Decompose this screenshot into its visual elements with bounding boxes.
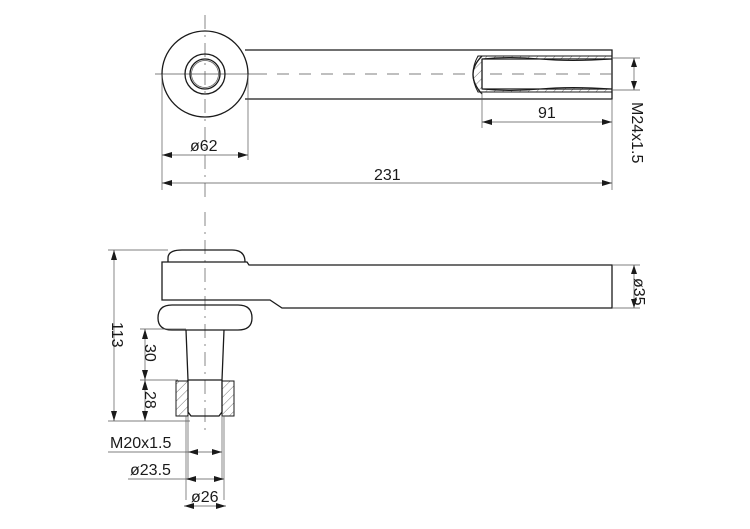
top-cap [167,249,246,263]
section-break-line [472,55,483,95]
arrow [111,411,117,421]
arrow [602,119,612,125]
dim-stud-thread: M20x1.5 [110,435,171,452]
arrow [238,152,248,158]
eye-bore-innermost [191,60,219,88]
dim-thread-length: 28 [141,391,158,409]
dim-taper-small: ø23.5 [130,462,171,479]
dim-taper-large: ø26 [191,489,219,506]
arrow [631,265,637,274]
arrow [482,119,492,125]
dim-internal-thread: M24x1.5 [628,102,645,163]
arrow [602,180,612,186]
arrow [142,329,148,339]
arrow [162,152,172,158]
arrow [631,299,637,308]
threaded-end [187,380,223,417]
head-and-shaft [161,261,613,309]
boot [157,304,253,331]
eye-bore-outer [184,53,226,95]
arrow [212,449,222,455]
dim-shaft-diameter: ø35 [630,278,647,306]
eye-bore-inner [189,58,221,90]
top-view: M24x1.5 91 ø62 231 [155,15,645,200]
arrow [162,180,172,186]
dim-shank-length: 30 [141,344,158,362]
arrow [142,411,148,421]
dim-eye-diameter: ø62 [190,138,218,155]
tapered-stud [185,329,225,381]
arrow [188,449,198,455]
dim-overall-length: 231 [374,167,401,184]
arrow [216,503,226,509]
arrow [631,58,637,67]
dim-overall-height: 113 [108,322,125,348]
arrow [184,503,194,509]
arrow [111,250,117,260]
arrow [142,370,148,380]
arrow [631,81,637,90]
nut-right-section [221,380,235,417]
arrow [142,380,148,390]
dim-thread-depth: 91 [538,105,556,122]
nut-left-section [175,380,189,417]
arrow [186,476,196,482]
arrow [214,476,224,482]
side-view: ø35 113 30 28 M20x1.5 ø23.5 [108,212,647,509]
shaft-outline [245,49,613,100]
